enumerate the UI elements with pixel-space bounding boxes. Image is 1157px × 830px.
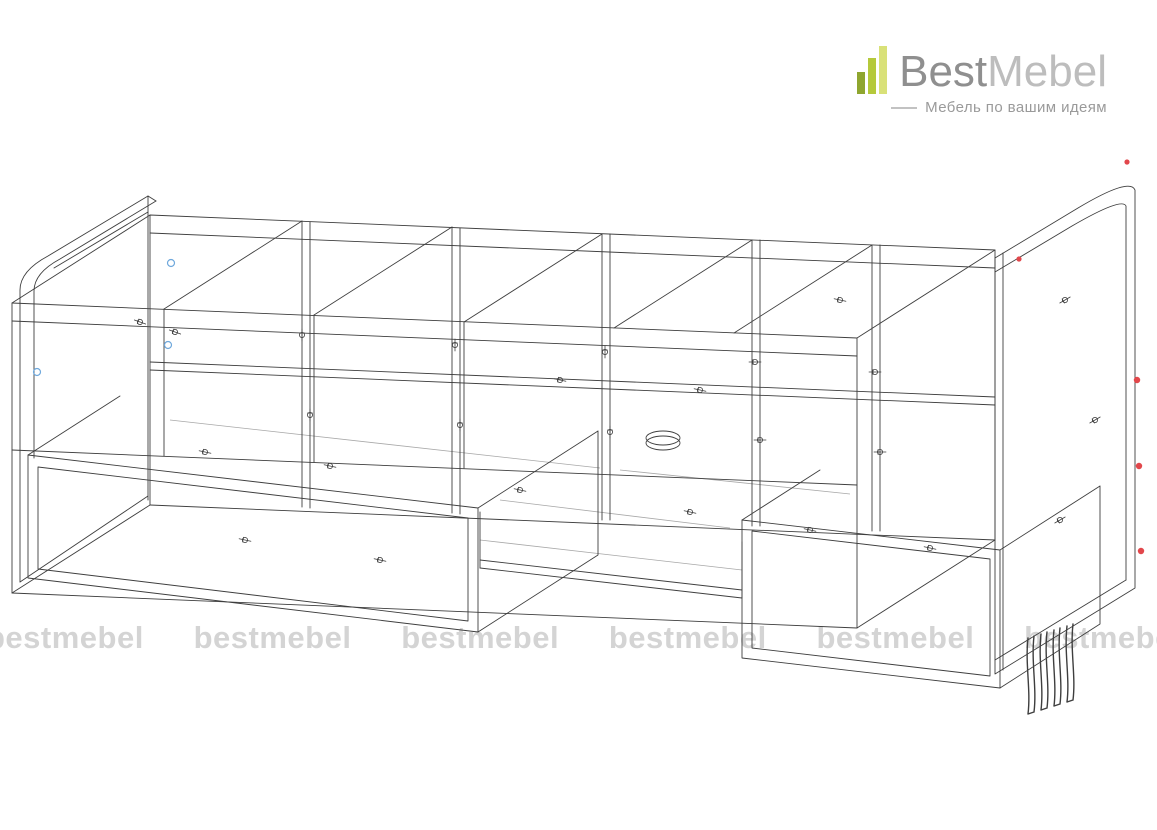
left-drawer [27,395,599,633]
cable-grommet [645,430,681,451]
bestmebel-logo: BestMebel Мебель по вашим идеям [857,46,1107,116]
guide-lines [169,419,851,571]
brand-name-part1: Best [899,47,988,96]
brand-name: BestMebel [899,50,1107,94]
blue-markers [32,258,176,377]
bestmebel-logo-icon [857,46,888,94]
slat-boards [1026,623,1075,715]
right-side-panel [994,185,1136,675]
carcass [11,214,996,629]
fitting-symbols [132,294,1102,565]
right-drawer [741,469,1101,689]
red-markers [1016,159,1145,555]
tagline-dash [891,106,918,109]
brand-name-part2: Mebel [987,47,1107,96]
brand-tagline: Мебель по вашим идеям [925,99,1107,116]
left-side-panel [19,195,157,583]
